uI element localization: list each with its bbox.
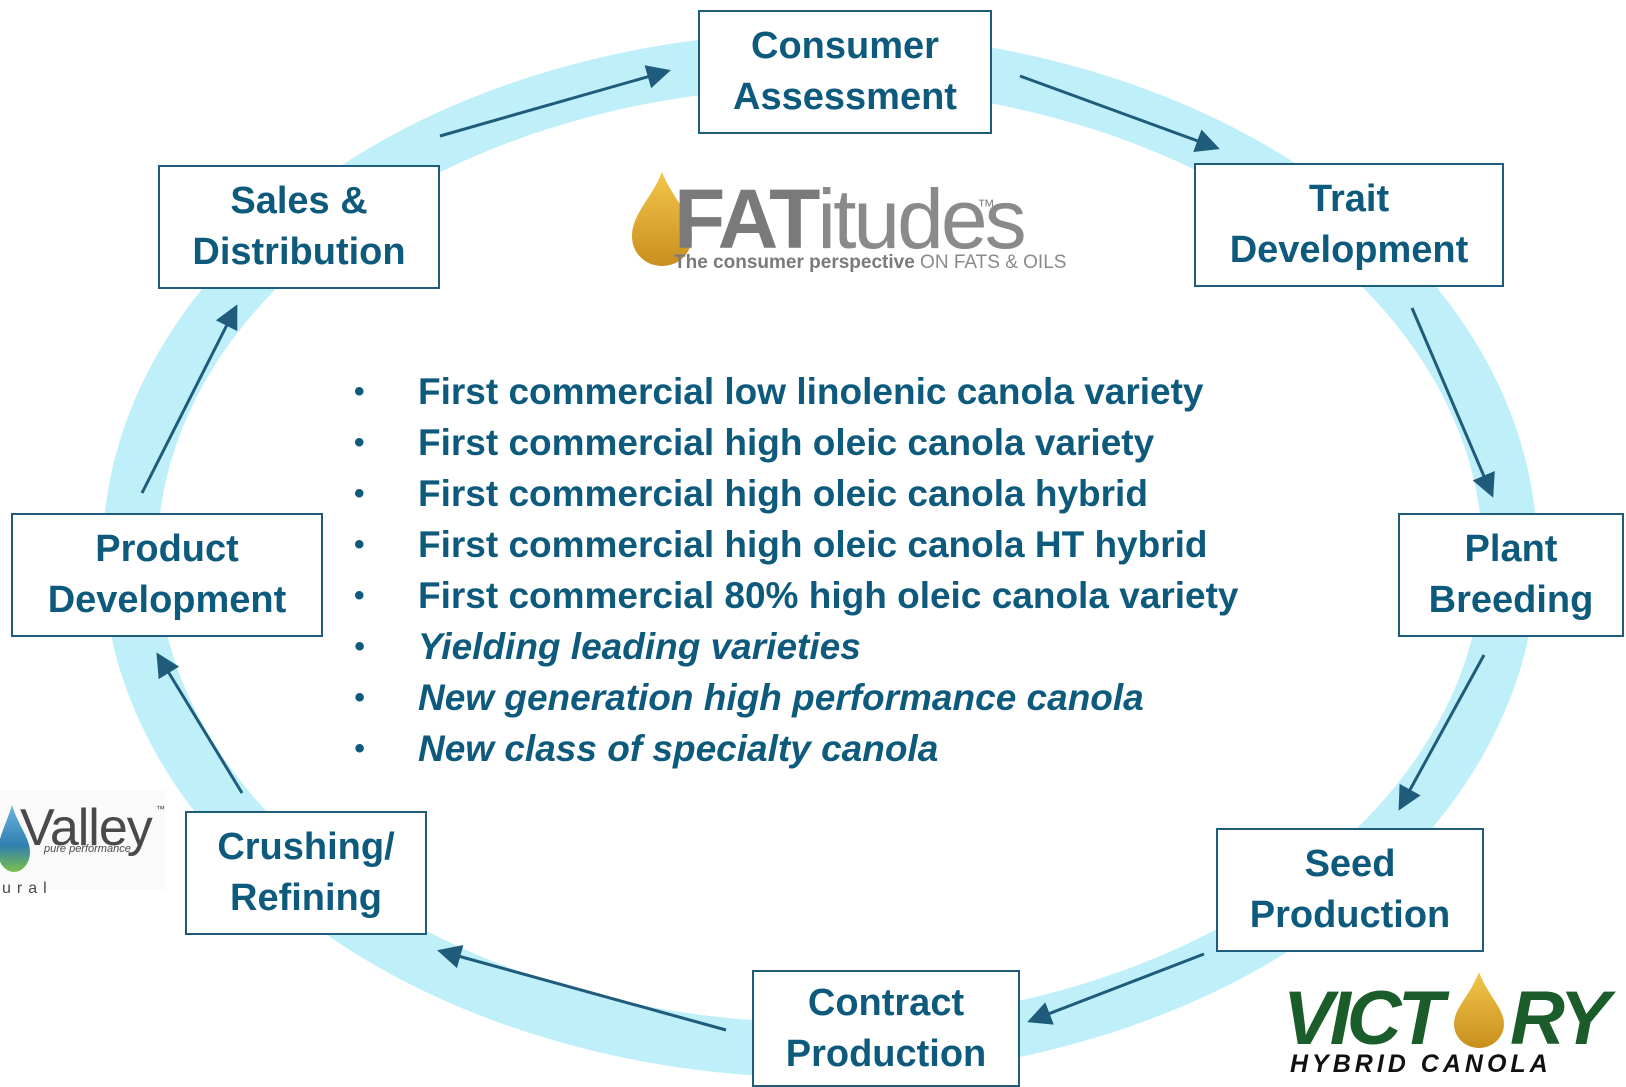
stage-label-line2: Refining bbox=[230, 877, 382, 919]
bullet-dot-icon: • bbox=[354, 630, 365, 663]
stage-label-line2: Distribution bbox=[192, 231, 406, 273]
bullet-dot-icon: • bbox=[354, 579, 365, 612]
valley-tagline: pure performance bbox=[43, 843, 131, 855]
list-item-text: New generation high performance canola bbox=[418, 677, 1144, 718]
list-item-text: First commercial low linolenic canola va… bbox=[418, 371, 1204, 412]
fatitudes-logo: FATitudes ™ The consumer perspective ON … bbox=[632, 172, 1066, 273]
list-item: • First commercial high oleic canola hybr… bbox=[350, 468, 1239, 519]
oil-drop-icon bbox=[632, 172, 692, 266]
oil-drop-icon bbox=[1454, 972, 1504, 1048]
stage-contract-production: Contract Production bbox=[752, 970, 1020, 1087]
fatitudes-tm: ™ bbox=[977, 196, 995, 216]
victory-logo: VICT RY HYBRID CANOLA bbox=[1283, 972, 1621, 1078]
stage-label-line1: Product bbox=[95, 528, 239, 570]
list-item: • New generation high performance canola bbox=[350, 672, 1239, 723]
valley-tm: ™ bbox=[156, 804, 165, 814]
stage-label-line1: Consumer bbox=[751, 25, 939, 67]
list-item: • New class of specialty canola bbox=[350, 723, 1239, 774]
valley-logo: Valley ™ pure performance ural bbox=[0, 790, 165, 897]
stage-label-line1: Seed bbox=[1304, 843, 1396, 885]
stage-label-line1: Contract bbox=[807, 981, 965, 1024]
arrow-plant-to-seed bbox=[1398, 654, 1486, 811]
list-item-text: Yielding leading varieties bbox=[418, 626, 861, 667]
list-item: • First commercial high oleic canola HT h… bbox=[350, 519, 1239, 570]
water-drop-icon bbox=[0, 805, 30, 872]
stage-seed-production: Seed Production bbox=[1216, 828, 1484, 952]
victory-word-left: VICT bbox=[1283, 976, 1450, 1061]
fatitudes-brand-light: itudes bbox=[817, 172, 1023, 266]
bullet-dot-icon: • bbox=[354, 426, 365, 459]
list-item-text: First commercial 80% high oleic canola v… bbox=[418, 575, 1239, 616]
list-item: • Yielding leading varieties bbox=[350, 621, 1239, 672]
list-item-text: First commercial high oleic canola HT hy… bbox=[418, 524, 1208, 565]
stage-product-development: Product Development bbox=[11, 513, 323, 637]
stage-label-line2: Assessment bbox=[733, 76, 957, 118]
arrow-sales-to-consumer bbox=[439, 65, 671, 138]
arrow-consumer-to-trait bbox=[1019, 74, 1220, 153]
list-item: • First commercial high oleic canola vari… bbox=[350, 417, 1239, 468]
stage-consumer-assessment: Consumer Assessment bbox=[698, 10, 992, 134]
list-item-text: New class of specialty canola bbox=[418, 728, 939, 769]
svg-text:The consumer perspective ON FA: The consumer perspective ON FATS & OILS bbox=[674, 252, 1066, 273]
achievements-list: • First commercial low linolenic canola v… bbox=[350, 366, 1239, 774]
stage-trait-development: Trait Development bbox=[1194, 163, 1504, 287]
arrow-crushing-to-product bbox=[156, 652, 244, 794]
stage-label-line2: Production bbox=[785, 1032, 987, 1075]
svg-text:FATitudes: FATitudes bbox=[674, 172, 1024, 266]
bullet-dot-icon: • bbox=[354, 375, 365, 408]
stage-label-line2: Breeding bbox=[1428, 579, 1594, 621]
stage-label-line2: Development bbox=[1229, 229, 1469, 271]
arrow-product-to-sales bbox=[140, 304, 238, 494]
list-item-text: First commercial high oleic canola hybri… bbox=[418, 473, 1148, 514]
list-item-text: First commercial high oleic canola varie… bbox=[418, 422, 1155, 463]
bullet-dot-icon: • bbox=[354, 477, 365, 510]
arrow-seed-to-contract bbox=[1027, 952, 1205, 1025]
stage-label-line1: Plant bbox=[1464, 528, 1558, 570]
stage-label-line2: Production bbox=[1249, 894, 1451, 936]
list-item: • First commercial low linolenic canola v… bbox=[350, 366, 1239, 417]
arrow-contract-to-crushing bbox=[437, 945, 727, 1032]
fatitudes-brand-bold: FAT bbox=[674, 172, 820, 266]
stage-sales-distribution: Sales & Distribution bbox=[158, 165, 440, 289]
stage-crushing-refining: Crushing/ Refining bbox=[185, 811, 427, 935]
bullet-dot-icon: • bbox=[354, 681, 365, 714]
victory-sub: HYBRID CANOLA bbox=[1290, 1050, 1552, 1078]
arrow-trait-to-plant bbox=[1410, 307, 1495, 498]
fatitudes-tagline-light: ON FATS & OILS bbox=[915, 252, 1067, 273]
victory-word-right: RY bbox=[1510, 976, 1617, 1061]
bullet-dot-icon: • bbox=[354, 732, 365, 765]
stage-label-line1: Sales & bbox=[230, 180, 368, 222]
stage-label-line2: Development bbox=[47, 579, 287, 621]
stage-label-line1: Trait bbox=[1308, 178, 1390, 220]
valley-wordmark: Valley bbox=[20, 799, 153, 857]
bullet-dot-icon: • bbox=[354, 528, 365, 561]
cycle-arrows bbox=[140, 65, 1495, 1032]
stage-label-line1: Crushing/ bbox=[217, 826, 395, 868]
list-item: • First commercial 80% high oleic canola … bbox=[350, 570, 1239, 621]
valley-sub: ural bbox=[2, 880, 53, 897]
fatitudes-tagline-bold: The consumer perspective bbox=[674, 252, 915, 273]
stage-plant-breeding: Plant Breeding bbox=[1398, 513, 1624, 637]
